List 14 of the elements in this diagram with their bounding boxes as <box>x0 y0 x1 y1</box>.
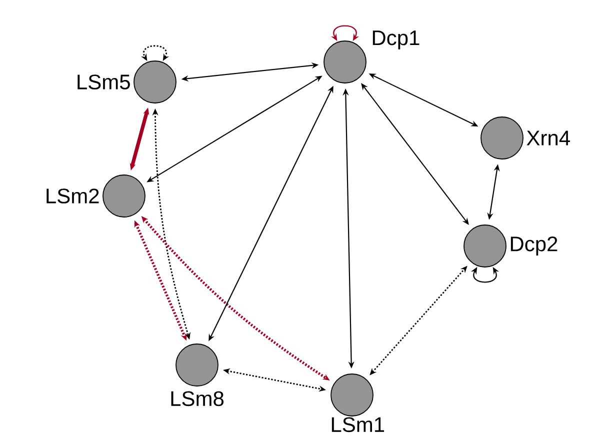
node-circle <box>480 116 524 160</box>
node-label: Xrn4 <box>526 130 570 146</box>
node-circle <box>324 40 366 84</box>
node-circle <box>464 224 506 268</box>
node-label: Dcp1 <box>372 30 420 50</box>
node-circle <box>176 344 218 386</box>
node-circle <box>330 374 374 416</box>
node-label: LSm8 <box>171 391 224 406</box>
node-label: Dcp2 <box>510 236 558 256</box>
node-circle <box>102 174 146 218</box>
node-label: LSm5 <box>78 74 130 90</box>
node-label: LSm1 <box>332 417 384 432</box>
node-label: LSm2 <box>46 188 99 204</box>
node-circle <box>134 60 176 104</box>
